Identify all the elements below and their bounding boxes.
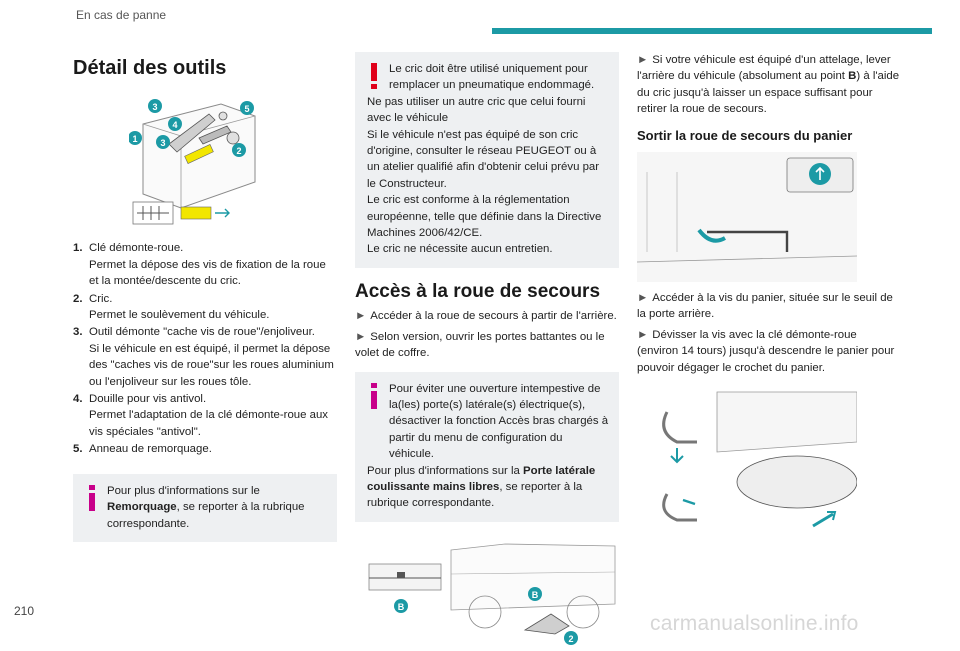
callout-4: 4 <box>172 120 177 130</box>
callout-2-jack: 2 <box>568 634 573 644</box>
item-number: 5. <box>73 443 83 456</box>
note-bold-link: Remorquage <box>107 501 177 514</box>
warning-paragraph: Le cric ne nécessite aucun entretien. <box>367 243 553 256</box>
arrow-bullet-icon: ► <box>355 330 367 343</box>
jack-point-bold: B <box>848 70 857 83</box>
instruction-step: ►Selon version, ouvrir les portes battan… <box>355 329 619 362</box>
list-item: 5. Anneau de remorquage. <box>73 441 337 457</box>
step-text: Dévisser la vis avec la clé démonte-roue… <box>637 328 895 374</box>
callout-5: 5 <box>244 104 249 114</box>
item-desc: Si le véhicule en est équipé, il permet … <box>89 342 334 388</box>
basket-screw-illustration <box>636 152 858 283</box>
callout-3: 3 <box>152 102 157 112</box>
note-text: Pour plus d'informations sur le <box>107 484 260 497</box>
item-number: 2. <box>73 292 83 305</box>
jack-point-drawing: B B 2 <box>368 543 616 645</box>
tools-illustration: 3 4 5 1 3 2 <box>128 86 259 229</box>
callout-3b: 3 <box>160 138 165 148</box>
warning-paragraph: Si le véhicule n'est pas équipé de son c… <box>367 128 600 190</box>
info-paragraph: Pour plus d'informations sur la Porte la… <box>367 463 609 512</box>
instruction-step: ►Dévisser la vis avec la clé démonte-rou… <box>637 327 901 376</box>
item-number: 4. <box>73 393 83 406</box>
arrow-bullet-icon: ► <box>355 310 367 323</box>
basket-hook-illustration <box>637 382 858 553</box>
column-spare-wheel: ►Si votre véhicule est équipé d'un attel… <box>636 52 901 553</box>
info-text-end: , se reporter à la rubrique correspondan… <box>367 480 583 510</box>
info-text-start: Pour plus d'informations sur la <box>367 464 524 477</box>
warning-note-jack: Le cric doit être utilisé uniquement pou… <box>355 52 619 268</box>
step-text: Si votre véhicule est équipé d'un attela… <box>637 54 891 83</box>
jack-illustration: B B 2 <box>355 533 619 646</box>
info-note-side-door: Pour éviter une ouverture intempestive d… <box>355 371 619 522</box>
step-text: Selon version, ouvrir les portes battant… <box>355 330 605 360</box>
info-icon <box>89 484 95 511</box>
item-label: Clé démonte-roue. <box>89 242 184 255</box>
info-bold-link: Porte latérale coulissante mains libres <box>367 464 596 493</box>
list-item: 2. Cric. Permet le soulèvement du véhicule… <box>73 291 337 324</box>
watermark: carmanualsonline.info <box>650 612 859 635</box>
page-title: Détail des outils <box>73 57 227 79</box>
callout-3-badge <box>148 99 162 114</box>
item-number: 1. <box>73 242 83 255</box>
step-text: Accéder à la vis du panier, située sur l… <box>637 292 893 321</box>
item-label: Douille pour vis antivol. <box>89 393 207 406</box>
item-label: Cric. <box>89 292 113 305</box>
warning-paragraph: Le cric est conforme à la réglementation… <box>367 194 602 240</box>
instruction-step: ►Accéder à la vis du panier, située sur … <box>637 290 901 323</box>
callout-1: 1 <box>132 134 137 144</box>
info-note-towing: Pour plus d'informations sur le Remorquag… <box>73 473 337 542</box>
item-number: 3. <box>73 326 83 339</box>
info-text: Pour éviter une ouverture intempestive d… <box>389 382 609 461</box>
header-section: En cas de panne <box>76 8 167 22</box>
info-icon <box>371 382 377 409</box>
arrow-bullet-icon: ► <box>637 292 649 305</box>
column-access: Le cric doit être utilisé uniquement pou… <box>355 52 619 646</box>
column-tools: Détail des outils 3 4 5 1 3 2 <box>73 52 337 542</box>
callout-B-left: B <box>398 602 405 612</box>
warning-paragraph: Ne pas utiliser un autre cric que celui … <box>367 95 586 125</box>
item-desc: Permet le soulèvement du véhicule. <box>89 309 270 322</box>
item-desc: Permet l'adaptation de la clé démonte-ro… <box>89 409 328 438</box>
sub-title-spare: Sortir la roue de secours du panier <box>637 127 853 143</box>
page-number: 210 <box>14 604 35 618</box>
tools-kit-drawing: 3 4 5 1 3 2 <box>128 99 256 225</box>
section-title-access: Accès à la roue de secours <box>355 280 601 302</box>
list-item: 1. Clé démonte-roue. Permet la dépose des … <box>73 240 337 289</box>
instruction-step: ►Si votre véhicule est équipé d'un attel… <box>637 52 901 118</box>
warning-text: Le cric doit être utilisé uniquement pou… <box>389 63 595 92</box>
arrow-bullet-icon: ► <box>637 328 649 341</box>
item-label: Anneau de remorquage. <box>89 443 212 456</box>
basket-hook-drawing <box>637 382 858 553</box>
callout-2: 2 <box>236 146 241 156</box>
callout-B-right: B <box>532 590 539 600</box>
arrow-bullet-icon: ► <box>637 54 649 66</box>
step-text-end: ) à l'aide du cric jusqu'à laisser un es… <box>637 70 900 116</box>
rear-threshold-drawing <box>636 152 858 283</box>
tools-list: 1. Clé démonte-roue. Permet la dépose des … <box>73 240 337 457</box>
header-accent-bar <box>492 28 932 34</box>
list-item: 3. Outil démonte "cache vis de roue"/enjo… <box>73 324 337 390</box>
step-text: Accéder à la roue de secours à partir de… <box>370 310 617 323</box>
warning-icon <box>371 63 377 89</box>
item-desc: Permet la dépose des vis de fixation de … <box>89 258 326 288</box>
list-item: 4. Douille pour vis antivol. Permet l'adap… <box>73 391 337 440</box>
instruction-step: ►Accéder à la roue de secours à partir d… <box>355 308 619 324</box>
item-label: Outil démonte "cache vis de roue"/enjoli… <box>89 326 315 339</box>
note-text-end: , se reporter à la rubrique correspondan… <box>107 501 305 530</box>
